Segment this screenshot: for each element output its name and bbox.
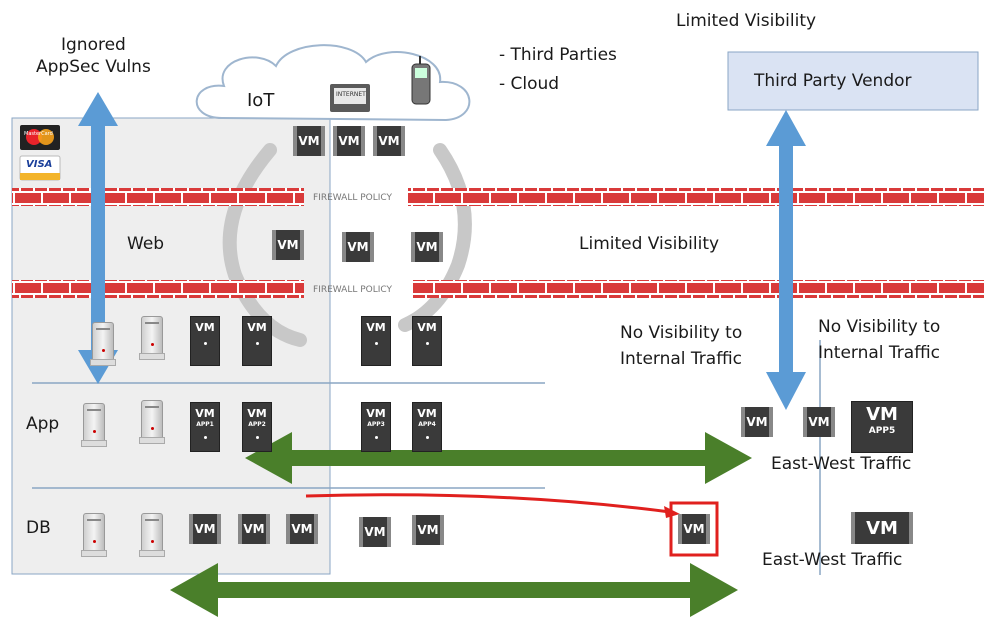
vm-icon: VM (333, 126, 365, 156)
iot-label: IoT (247, 90, 275, 111)
blue-arrow-right (766, 110, 806, 410)
internet-label: INTERNET (336, 91, 366, 98)
vm-highlighted-icon: VM (678, 514, 710, 544)
web-tier-label: Web (127, 234, 165, 254)
vm-icon: VM (411, 232, 443, 262)
server-icon (139, 400, 165, 444)
phone-screen (415, 68, 427, 78)
vendor-box (727, 51, 979, 111)
vm-icon: VM (342, 232, 374, 262)
server-icon (139, 513, 165, 557)
firewall-policy-top-label: FIREWALL POLICY (313, 193, 393, 203)
vendor-label: Third Party Vendor (754, 71, 912, 91)
green-arrow-upper (245, 432, 752, 484)
web-loop-right (398, 143, 472, 332)
firewall-bottom-left (12, 280, 304, 298)
firewall-bottom-right (413, 280, 984, 298)
server-icon (81, 403, 107, 447)
firewall-top-left (12, 188, 304, 206)
limited-visibility-top-label: Limited Visibility (676, 11, 817, 31)
vm-icon: VM (189, 514, 221, 544)
vm-icon: VM (741, 407, 773, 437)
cloud-shape (195, 44, 471, 122)
limited-visibility-mid-label: Limited Visibility (579, 234, 720, 254)
datacenter-zone (11, 117, 331, 575)
blue-arrow-left (78, 92, 118, 384)
server-icon (139, 316, 165, 360)
green-arrow-lower (170, 563, 738, 617)
web-loop-left (222, 143, 307, 347)
red-highlight-box (669, 501, 719, 557)
vm-tall-icon: VM (412, 316, 442, 366)
vm-icon: VM (851, 512, 913, 544)
ignored-appsec-label: Ignored AppSec Vulns (36, 35, 151, 77)
vm-icon: VM (286, 514, 318, 544)
server-icon (81, 513, 107, 557)
db-tier-label: DB (26, 518, 51, 538)
vm-icon: VM (412, 515, 444, 545)
vm-icon: VM (272, 230, 304, 260)
firewall-policy-bottom-label: FIREWALL POLICY (313, 285, 393, 295)
vm-tall-icon: VM (242, 316, 272, 366)
visa-label: VISA (26, 159, 53, 170)
cloud-label: - Cloud (499, 74, 560, 94)
mastercard-label: MasterCard (24, 131, 53, 137)
app-tier-label: App (26, 414, 60, 434)
vm-icon: VM (803, 407, 835, 437)
vm-icon: VM (373, 126, 405, 156)
no-visibility-label-1: No Visibility to Internal Traffic (620, 323, 743, 369)
third-parties-label: - Third Parties (499, 45, 617, 65)
east-west-label-2: East-West Traffic (762, 550, 903, 570)
firewall-top-right (408, 188, 984, 206)
vm-tall-icon: VM (190, 316, 220, 366)
no-visibility-label-2: No Visibility to Internal Traffic (818, 317, 941, 363)
red-flow-line (305, 493, 671, 514)
vm-icon: VM (293, 126, 325, 156)
vm-icon: VM (359, 517, 391, 547)
vm-icon: VM (238, 514, 270, 544)
east-west-label-1: East-West Traffic (771, 454, 912, 474)
vm-tall-icon: VM (361, 316, 391, 366)
server-icon (90, 322, 116, 366)
internet-screen (334, 88, 366, 104)
